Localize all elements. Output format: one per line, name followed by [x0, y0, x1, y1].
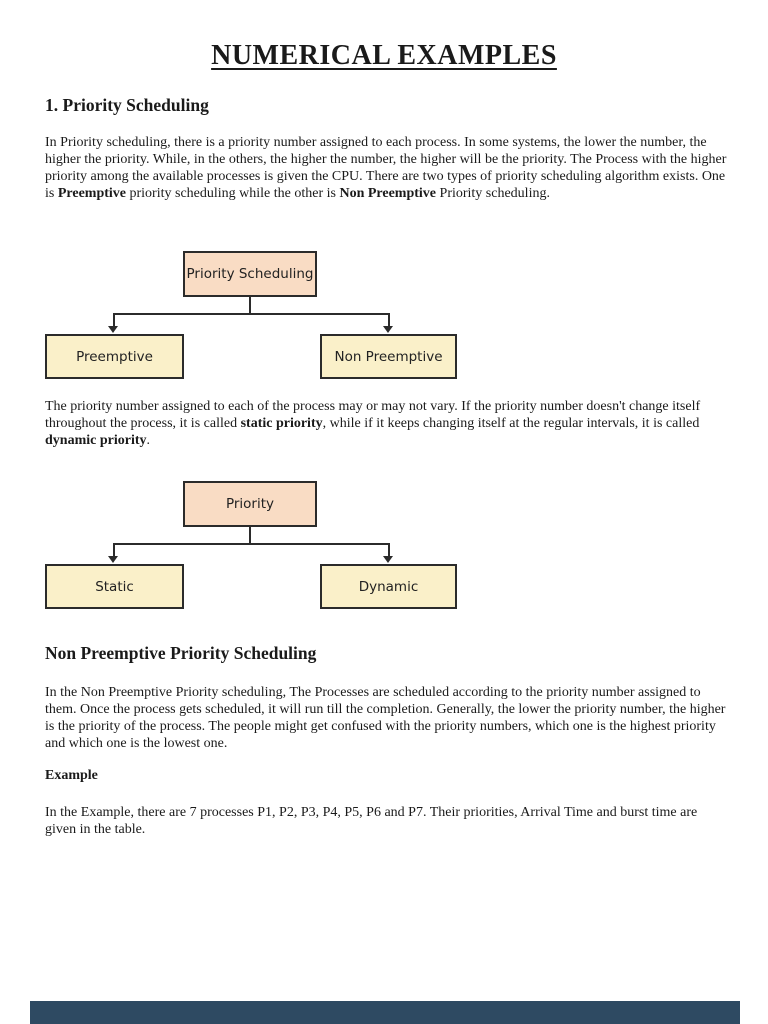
diagram-node-non-preemptive: Non Preemptive — [320, 334, 457, 379]
diagram-node-priority-scheduling: Priority Scheduling — [183, 251, 317, 297]
diagram-node-dynamic: Dynamic — [320, 564, 457, 609]
example-label: Example — [45, 768, 98, 783]
diagram-node-label: Priority — [225, 496, 275, 512]
diagram-node-label: Static — [95, 578, 134, 595]
diagram-node-label: Priority Scheduling — [186, 266, 314, 282]
arrow-down-icon — [108, 556, 118, 563]
diagram-node-preemptive: Preemptive — [45, 334, 184, 379]
connector-line — [249, 527, 251, 543]
diagram-node-static: Static — [45, 564, 184, 609]
table-header-sliver — [30, 1001, 740, 1024]
heading-non-preemptive: Non Preemptive Priority Scheduling — [45, 643, 317, 663]
connector-line — [388, 313, 390, 327]
connector-line — [113, 543, 115, 557]
diagram-node-priority: Priority — [183, 481, 317, 527]
arrow-down-icon — [108, 326, 118, 333]
heading-priority-scheduling: 1. Priority Scheduling — [45, 95, 209, 115]
arrow-down-icon — [383, 326, 393, 333]
connector-line — [114, 543, 389, 545]
paragraph-static-dynamic: The priority number assigned to each of … — [45, 399, 701, 448]
paragraph-priority-intro: In Priority scheduling, there is a prior… — [45, 135, 727, 201]
diagram-node-label: Dynamic — [358, 578, 419, 595]
arrow-down-icon — [383, 556, 393, 563]
page-title: NUMERICAL EXAMPLES — [0, 40, 768, 72]
diagram-node-label: Non Preemptive — [334, 348, 443, 365]
paragraph-non-preemptive: In the Non Preemptive Priority schedulin… — [45, 685, 726, 751]
connector-line — [388, 543, 390, 557]
connector-line — [113, 313, 115, 327]
diagram-node-label: Preemptive — [76, 348, 153, 365]
connector-line — [114, 313, 389, 315]
page-title-text: NUMERICAL EXAMPLES — [211, 40, 557, 71]
connector-line — [249, 297, 251, 313]
paragraph-example-intro: In the Example, there are 7 processes P1… — [45, 805, 698, 837]
